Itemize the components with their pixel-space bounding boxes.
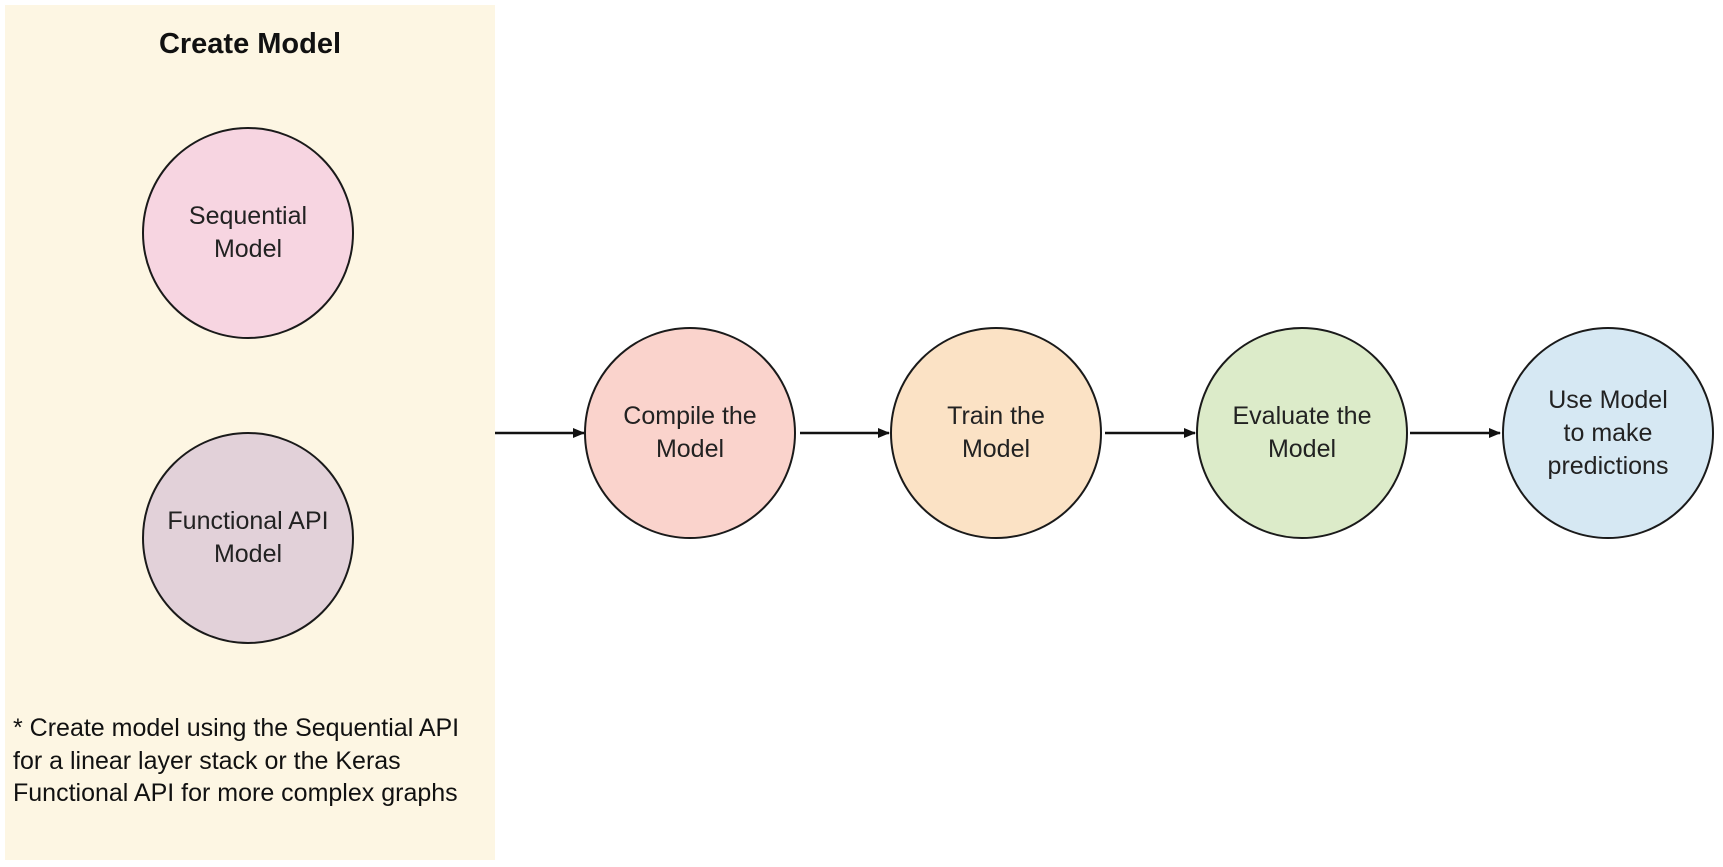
compile-model-label: Compile the Model [623, 402, 757, 463]
train-model-node: Train the Model [890, 327, 1102, 539]
use-model-predictions-node: Use Model to make predictions [1502, 327, 1714, 539]
evaluate-model-node: Evaluate the Model [1196, 327, 1408, 539]
sequential-model-node: Sequential Model [142, 127, 354, 339]
use-model-predictions-label: Use Model to make predictions [1547, 385, 1669, 480]
create-model-note: * Create model using the Sequential API … [13, 714, 460, 807]
sequential-model-label: Sequential Model [188, 202, 308, 263]
evaluate-model-label: Evaluate the Model [1232, 402, 1372, 463]
create-model-title: Create Model [158, 28, 342, 60]
compile-model-node: Compile the Model [584, 327, 796, 539]
functional-api-model-label: Functional API Model [167, 507, 329, 568]
train-model-label: Train the Model [947, 402, 1045, 463]
functional-api-model-node: Functional API Model [142, 432, 354, 644]
